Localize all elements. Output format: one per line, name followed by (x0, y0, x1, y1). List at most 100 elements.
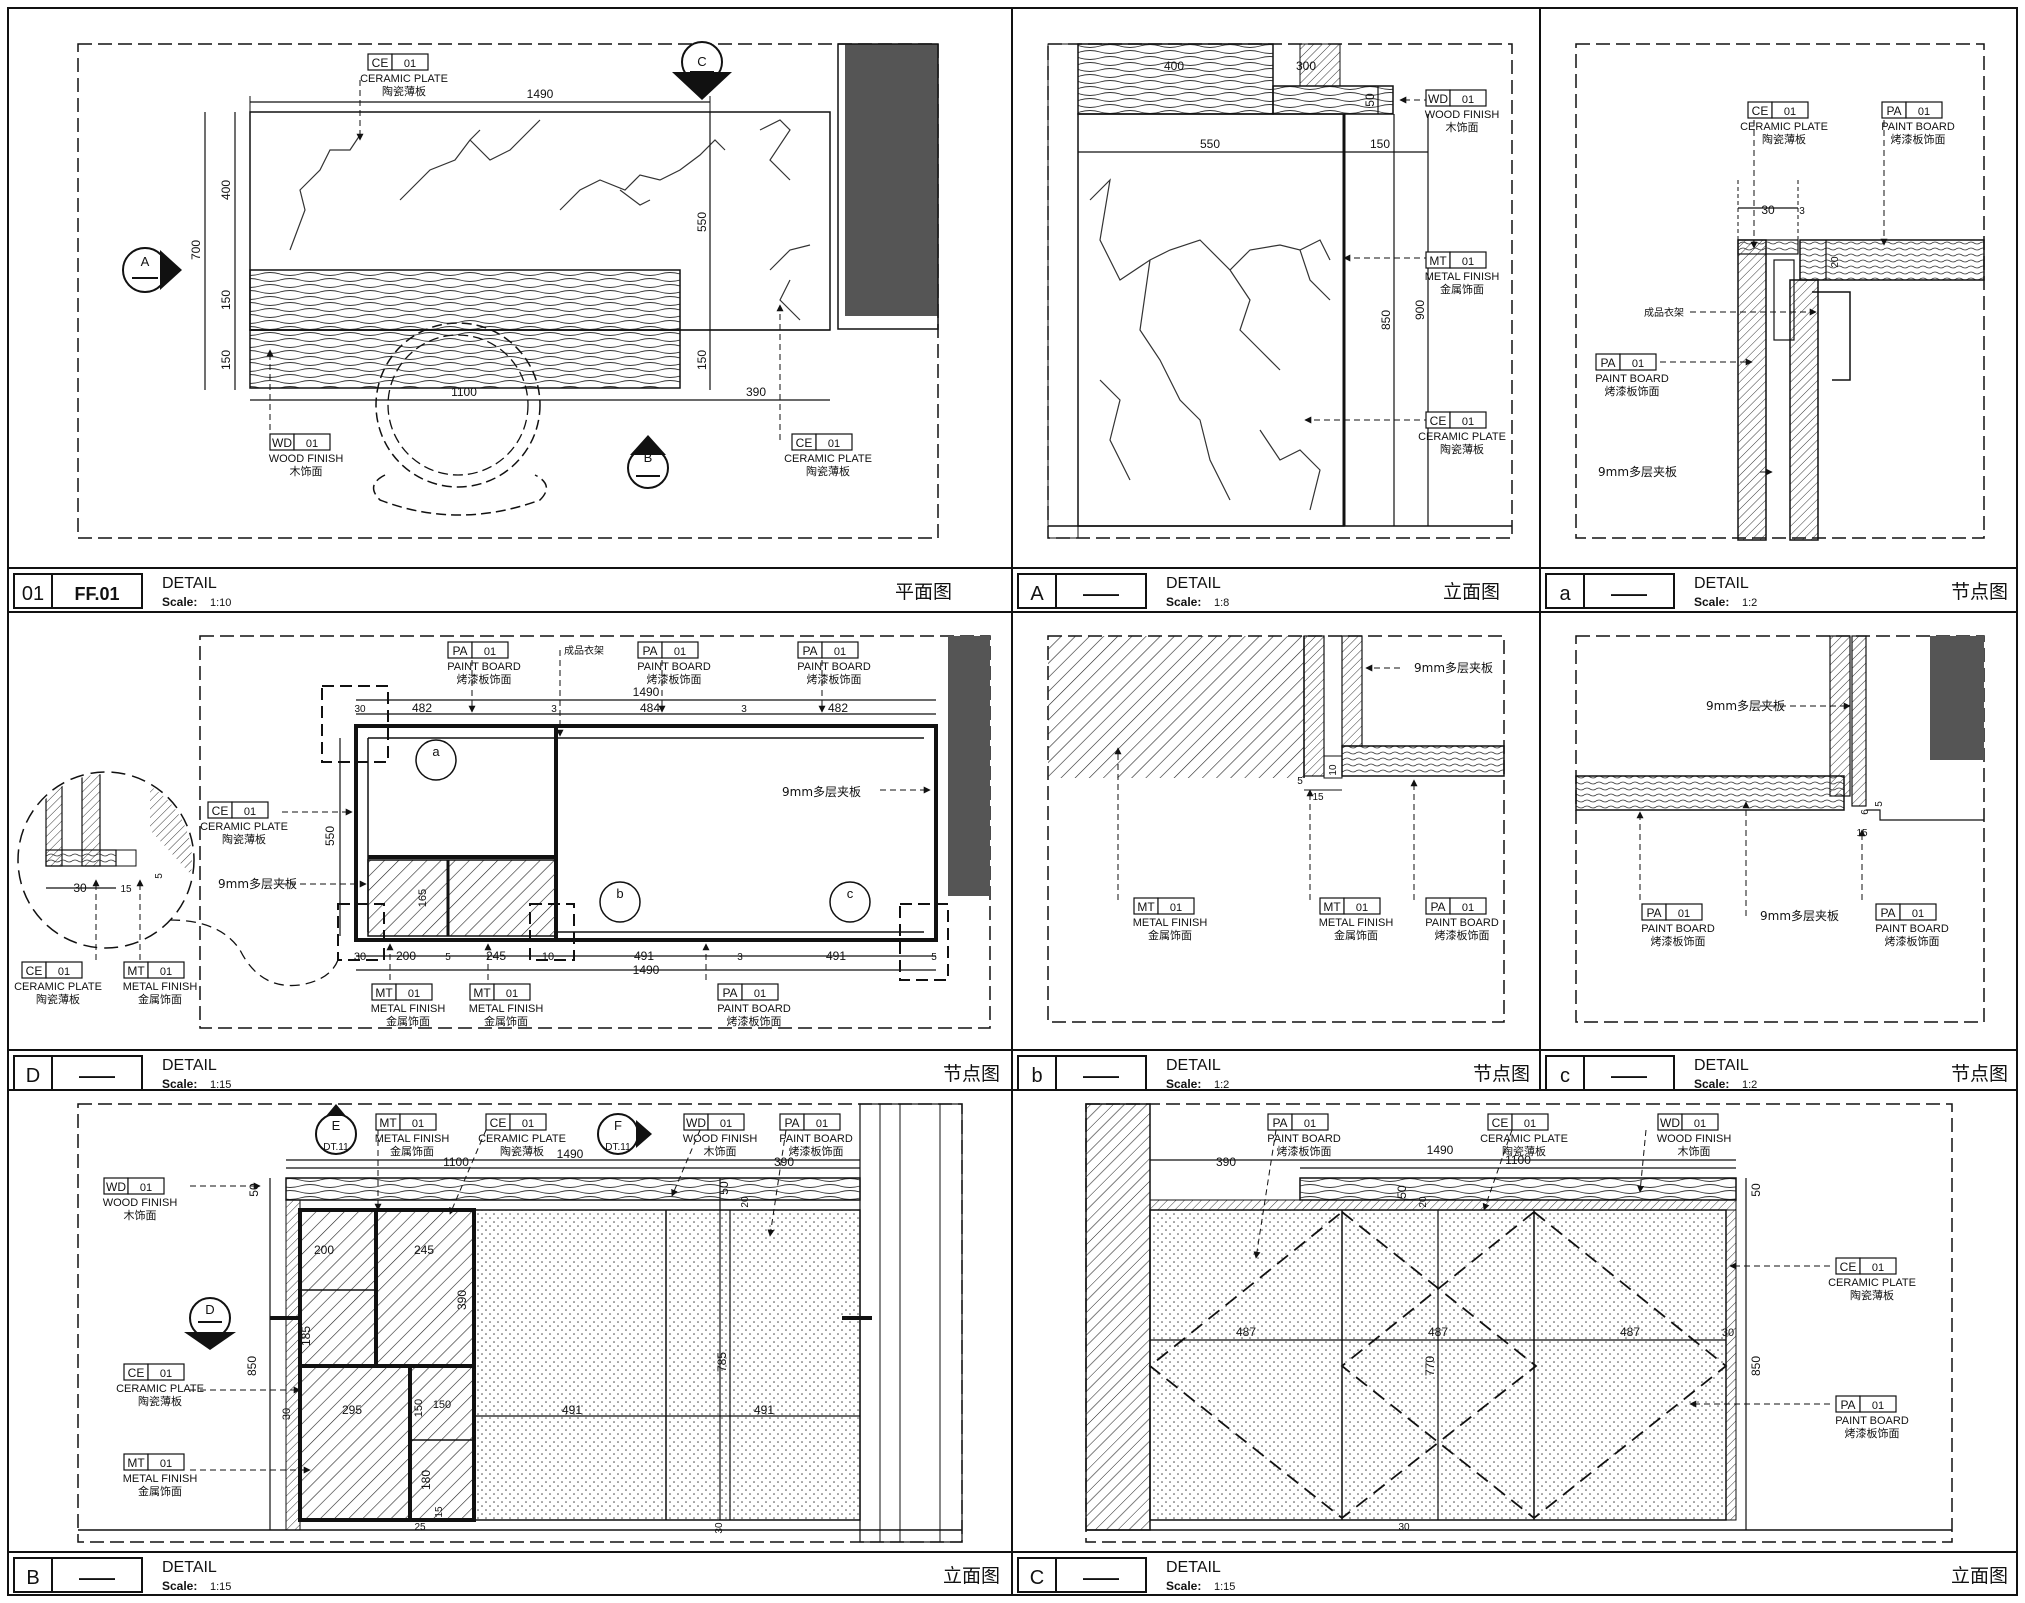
tag-number-box (821, 641, 859, 659)
tag-code: CE (1430, 414, 1447, 428)
tag-code: PA (1840, 1398, 1855, 1412)
tag-number-box (391, 53, 429, 71)
scale-label: Scale: (1166, 1579, 1201, 1593)
dimension-text: 850 (1749, 1356, 1763, 1376)
sheet-frames (7, 7, 2018, 1596)
tag-code: PA (1600, 356, 1615, 370)
tag-number-box (509, 1113, 547, 1131)
dimension-text: 150 (1370, 137, 1390, 151)
marker-D[interactable] (184, 1297, 236, 1350)
tag-code: PA (1886, 104, 1901, 118)
tag-name-en: METAL FINISH (371, 1003, 446, 1015)
dimension-text: 1490 (633, 685, 660, 699)
dimension-text: 390 (746, 385, 766, 399)
tag-number: 01 (1912, 908, 1924, 920)
tag-name-en: PAINT BOARD (717, 1003, 791, 1015)
tag-number-box (1343, 897, 1381, 915)
tag-number-box (803, 1113, 841, 1131)
tag-code: PA (784, 1116, 799, 1130)
tag-number-box (1905, 101, 1943, 119)
dimension-text: 20 (1830, 256, 1841, 268)
tag-number-box (493, 983, 531, 1001)
tag-name-cn: 金属饰面 (390, 1144, 434, 1158)
bubble-a[interactable] (415, 739, 457, 781)
section-marker-a[interactable] (122, 247, 182, 293)
panel-ref: —— (1083, 584, 1119, 604)
wall-column (845, 44, 938, 316)
tag-name-cn: 烤漆板饰面 (789, 1144, 844, 1158)
tag-code: WD (106, 1180, 126, 1194)
tag-number-box (1449, 89, 1487, 107)
detail-title: DETAIL (162, 1559, 217, 1576)
bubble-letter: a (432, 744, 440, 759)
dimension-text: 15 (1856, 828, 1868, 839)
marker-F[interactable] (597, 1113, 652, 1155)
marker-E[interactable] (315, 1104, 357, 1155)
tag-name-en: METAL FINISH (1133, 917, 1208, 929)
tag-name-cn: 陶瓷薄板 (1850, 1288, 1894, 1302)
dimension-text: 30 (1722, 1327, 1734, 1339)
tag-name-en: WOOD FINISH (1657, 1133, 1732, 1145)
scale-value: 1:10 (210, 597, 231, 609)
section-marker-b[interactable] (627, 435, 669, 489)
tag-code: CE (1752, 104, 1769, 118)
tag-name-cn: 金属饰面 (138, 1484, 182, 1498)
bubble-c[interactable] (829, 881, 871, 923)
dimension-text: 3 (741, 704, 747, 715)
panel-b-detail (1047, 635, 1505, 1023)
tag-name-en: CERAMIC PLATE (1740, 121, 1828, 133)
tag-code: CE (796, 436, 813, 450)
tag-number-box (1291, 1113, 1329, 1131)
tag-number: 01 (160, 1458, 172, 1470)
tag-number-box (815, 433, 853, 451)
panel-D-section (17, 635, 991, 1029)
drawing-type: 节点图 (1473, 1063, 1530, 1085)
marker-ref: DT.11 (605, 1142, 631, 1153)
bubble-b[interactable] (599, 881, 641, 923)
note-plywood: 9mm多层夹板 (1706, 699, 1785, 713)
title-bars (8, 567, 2017, 1593)
dimension-text: 484 (640, 701, 660, 715)
dimension-text: 300 (1296, 59, 1316, 73)
tag-name-cn: 陶瓷薄板 (1440, 442, 1484, 456)
section-marker-c[interactable] (672, 41, 732, 100)
